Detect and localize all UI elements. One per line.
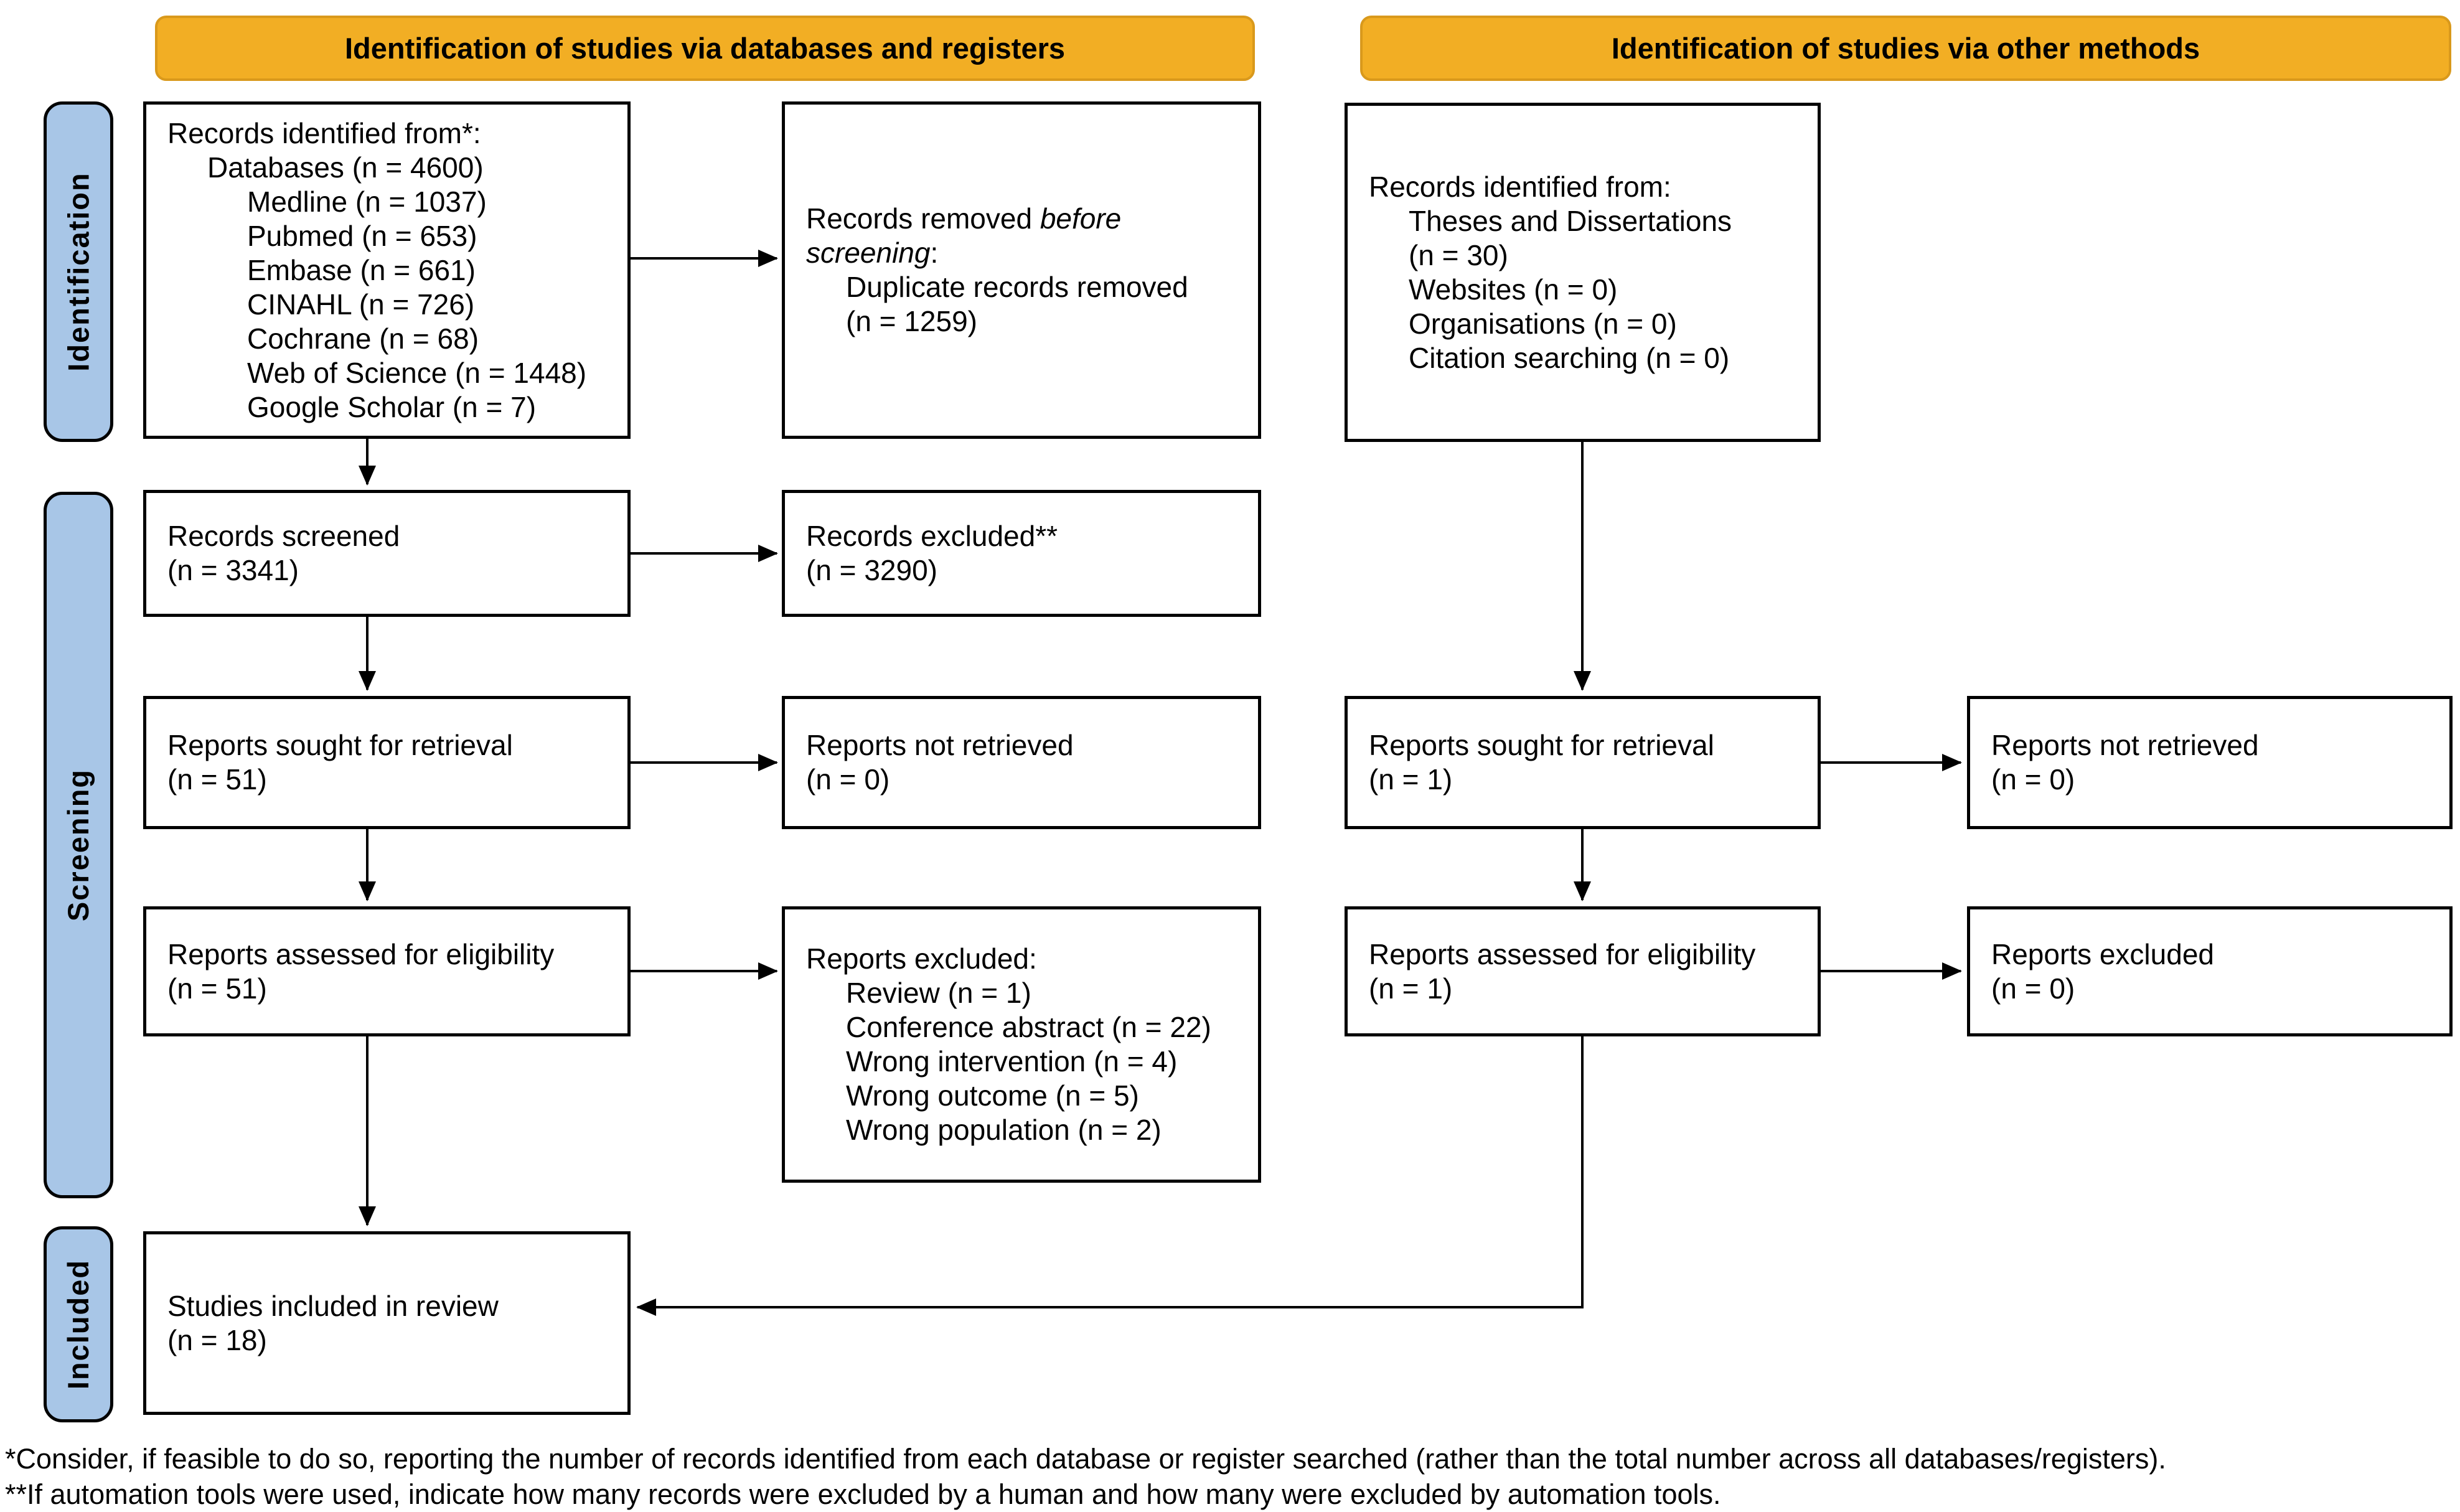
- banner-databases-registers: Identification of studies via databases …: [155, 16, 1255, 81]
- box-line: Reports excluded:: [806, 942, 1037, 975]
- box-line: Studies included in review: [167, 1289, 499, 1322]
- box-line: Reports assessed for eligibility: [1369, 937, 1756, 970]
- box-line: Theses and Dissertations: [1409, 204, 1732, 237]
- box-records-excluded: Records excluded** (n = 3290): [782, 490, 1261, 617]
- footnote-1: *Consider, if feasible to do so, reporti…: [5, 1443, 2166, 1475]
- box-line: (n = 0): [1991, 972, 2075, 1005]
- box-line: Reports sought for retrieval: [1369, 729, 1714, 761]
- box-reports-not-retrieved-other: Reports not retrieved (n = 0): [1967, 696, 2453, 829]
- box-line: Records screened: [167, 520, 400, 552]
- banner-other-methods: Identification of studies via other meth…: [1360, 16, 2451, 81]
- box-line: (n = 0): [806, 763, 890, 796]
- stage-label-included: Included: [44, 1226, 113, 1422]
- text-segment: Records removed: [806, 202, 1040, 235]
- box-line: CINAHL (n = 726): [247, 288, 475, 321]
- box-reports-assessed-databases: Reports assessed for eligibility (n = 51…: [143, 906, 631, 1036]
- footnote-2: **If automation tools were used, indicat…: [5, 1478, 1721, 1510]
- stage-label-identification: Identification: [44, 101, 113, 442]
- box-line: Review (n = 1): [846, 977, 1031, 1009]
- box-line: (n = 51): [167, 763, 267, 796]
- box-line: (n = 1): [1369, 972, 1453, 1005]
- banner-databases-registers-label: Identification of studies via databases …: [344, 32, 1066, 65]
- box-line: Medline (n = 1037): [247, 185, 487, 218]
- box-records-identified-other: Records identified from: Theses and Diss…: [1345, 103, 1821, 442]
- box-line: Cochrane (n = 68): [247, 322, 479, 355]
- stage-label-identification-text: Identification: [62, 172, 95, 372]
- box-records-screened: Records screened (n = 3341): [143, 490, 631, 617]
- box-reports-assessed-other: Reports assessed for eligibility (n = 1): [1345, 906, 1821, 1036]
- box-reports-sought-other: Reports sought for retrieval (n = 1): [1345, 696, 1821, 829]
- box-line: (n = 3290): [806, 554, 937, 586]
- box-line: Reports assessed for eligibility: [167, 937, 555, 970]
- box-line: Reports excluded: [1991, 937, 2214, 970]
- box-line: (n = 1259): [846, 305, 977, 337]
- box-line: Reports not retrieved: [1991, 729, 2259, 761]
- box-line: (n = 30): [1409, 238, 1508, 271]
- stage-label-screening-text: Screening: [62, 768, 95, 922]
- box-line: Google Scholar (n = 7): [247, 390, 537, 423]
- box-line: (n = 18): [167, 1323, 267, 1356]
- box-line: Conference abstract (n = 22): [846, 1011, 1211, 1043]
- box-line: Records identified from*:: [167, 116, 481, 149]
- banner-other-methods-label: Identification of studies via other meth…: [1611, 32, 2200, 65]
- stage-label-included-text: Included: [62, 1259, 95, 1390]
- box-line: (n = 3341): [167, 554, 299, 586]
- box-line: (n = 0): [1991, 763, 2075, 796]
- box-line: Pubmed (n = 653): [247, 219, 477, 252]
- box-reports-sought-databases: Reports sought for retrieval (n = 51): [143, 696, 631, 829]
- box-line: (n = 1): [1369, 763, 1453, 796]
- box-line: Records identified from:: [1369, 170, 1671, 203]
- box-line: Duplicate records removed: [846, 271, 1188, 303]
- box-records-identified-databases: Records identified from*: Databases (n =…: [143, 101, 631, 439]
- box-line: Organisations (n = 0): [1409, 307, 1677, 340]
- box-reports-excluded-databases: Reports excluded: Review (n = 1) Confere…: [782, 906, 1261, 1183]
- stage-label-screening: Screening: [44, 492, 113, 1198]
- box-line: (n = 51): [167, 972, 267, 1005]
- text-segment: :: [930, 237, 939, 269]
- box-line: Wrong population (n = 2): [846, 1114, 1162, 1146]
- text-segment-italic: before screening: [806, 202, 1122, 269]
- box-line: Web of Science (n = 1448): [247, 356, 587, 389]
- box-line: Citation searching (n = 0): [1409, 341, 1730, 374]
- box-line: Embase (n = 661): [247, 253, 476, 286]
- box-line: Records excluded**: [806, 520, 1058, 552]
- box-line: Websites (n = 0): [1409, 273, 1618, 306]
- box-line: Wrong intervention (n = 4): [846, 1045, 1178, 1078]
- box-studies-included: Studies included in review (n = 18): [143, 1231, 631, 1415]
- box-reports-excluded-other: Reports excluded (n = 0): [1967, 906, 2453, 1036]
- box-line: Reports not retrieved: [806, 729, 1074, 761]
- box-line: Records removed before screening:: [806, 202, 1237, 270]
- box-line: Wrong outcome (n = 5): [846, 1079, 1139, 1112]
- box-line: Reports sought for retrieval: [167, 729, 513, 761]
- box-reports-not-retrieved-databases: Reports not retrieved (n = 0): [782, 696, 1261, 829]
- box-line: Databases (n = 4600): [207, 151, 484, 184]
- box-records-removed-before-screening: Records removed before screening: Duplic…: [782, 101, 1261, 439]
